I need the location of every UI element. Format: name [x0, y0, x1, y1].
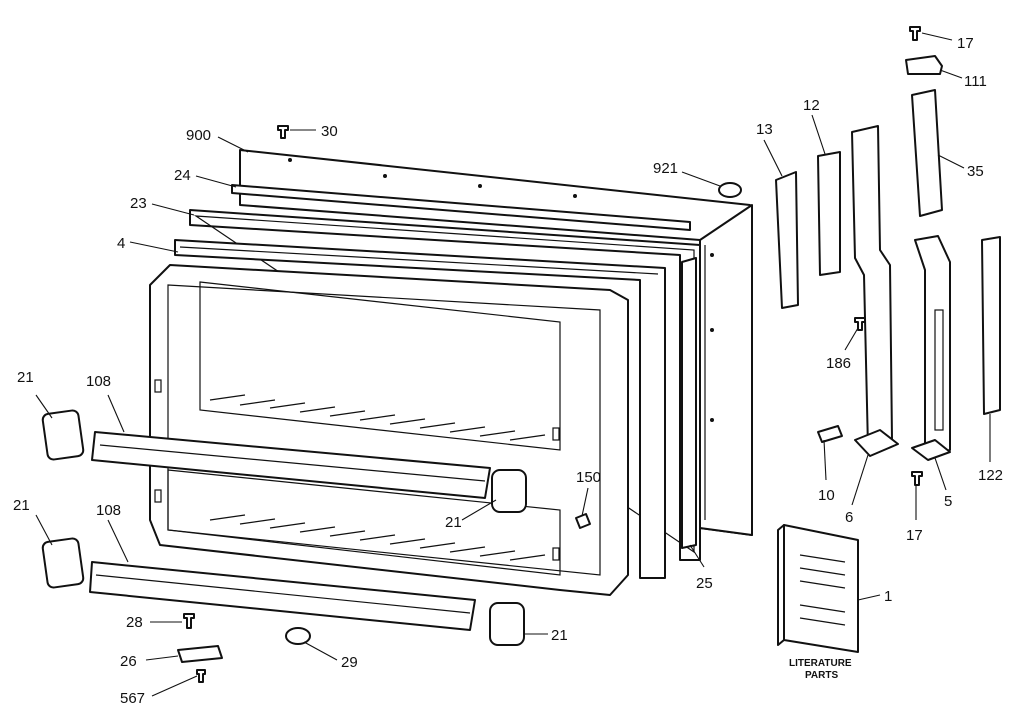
screw-186	[854, 317, 866, 331]
leader-lines	[35, 32, 991, 697]
label-4: 4	[117, 235, 125, 252]
plug-921	[718, 182, 742, 198]
breaker-frame-4	[174, 239, 666, 579]
label-28: 28	[126, 614, 143, 631]
label-21-lower-left: 21	[13, 497, 30, 514]
label-921: 921	[653, 160, 678, 177]
label-17-bottom: 17	[906, 527, 923, 544]
end-cap-21-lower-left	[41, 537, 85, 589]
trim-strip-122	[981, 236, 1001, 415]
literature-booklet-1	[777, 524, 859, 653]
label-6: 6	[845, 509, 853, 526]
label-24: 24	[174, 167, 191, 184]
hinge-cover-35	[911, 89, 943, 217]
clip-10	[817, 425, 843, 443]
bracket-12	[817, 151, 841, 276]
end-cap-21-upper-left	[41, 409, 85, 461]
label-29: 29	[341, 654, 358, 671]
shelf-bar-lower-108	[89, 561, 476, 631]
label-25: 25	[696, 575, 713, 592]
plate-26	[177, 645, 223, 663]
label-10: 10	[818, 487, 835, 504]
label-23: 23	[130, 195, 147, 212]
label-150: 150	[576, 469, 601, 486]
label-900: 900	[186, 127, 211, 144]
grommet-29	[285, 627, 311, 645]
label-108-upper: 108	[86, 373, 111, 390]
screw-150	[575, 513, 591, 529]
label-1: 1	[884, 588, 892, 605]
hinge-cap-111	[905, 55, 943, 75]
label-21-bottom-right: 21	[551, 627, 568, 644]
end-cap-21-bottom-right	[489, 602, 525, 646]
label-567: 567	[120, 690, 145, 707]
label-21-mid: 21	[445, 514, 462, 531]
screw-30	[277, 125, 289, 139]
door-handle-6	[851, 125, 899, 457]
bracket-13	[775, 171, 799, 309]
trim-strip-24	[231, 184, 691, 231]
screw-28	[183, 613, 195, 629]
label-122: 122	[978, 467, 1003, 484]
label-17-top: 17	[957, 35, 974, 52]
literature-label-line1: LITERATURE	[789, 658, 852, 669]
screw-17-top	[909, 26, 921, 41]
label-108-lower: 108	[96, 502, 121, 519]
screw-567	[196, 669, 206, 683]
label-186: 186	[826, 355, 851, 372]
label-13: 13	[756, 121, 773, 138]
shelf-bar-upper-108	[91, 431, 491, 499]
inner-door-liner	[149, 264, 629, 596]
label-26: 26	[120, 653, 137, 670]
label-12: 12	[803, 97, 820, 114]
label-5: 5	[944, 493, 952, 510]
label-111: 111	[964, 73, 987, 90]
end-cap-21-mid	[491, 469, 527, 513]
screw-17-bottom	[911, 471, 923, 486]
label-35: 35	[967, 163, 984, 180]
seal-strip-25	[681, 257, 697, 549]
label-30: 30	[321, 123, 338, 140]
literature-label-line2: PARTS	[805, 670, 838, 681]
label-21-upper-left: 21	[17, 369, 34, 386]
door-handle-5	[911, 235, 951, 461]
